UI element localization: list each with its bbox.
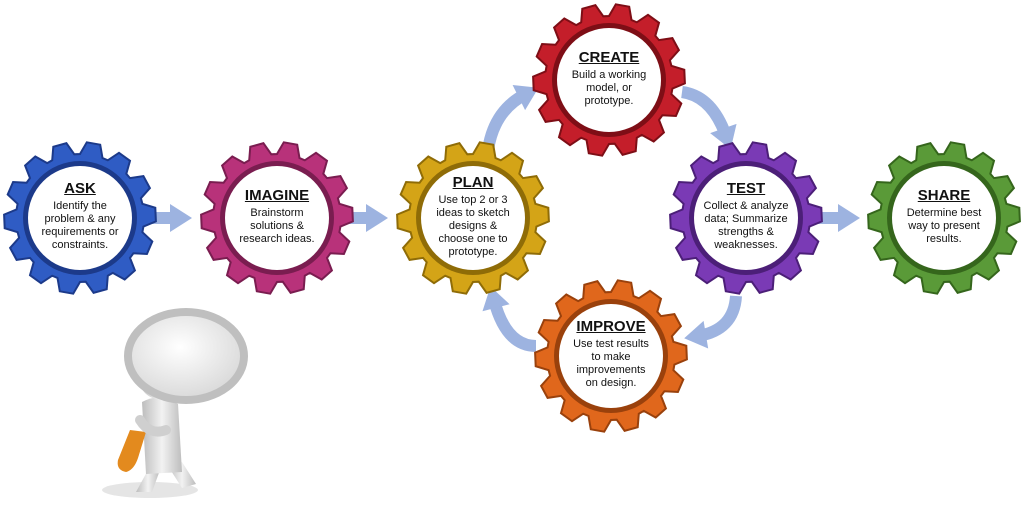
gear-share-desc-line: results. <box>926 232 962 245</box>
arrow-test-improve-head <box>684 320 709 349</box>
gear-plan-desc-line: ideas to sketch <box>436 206 510 219</box>
gear-plan-desc-line: designs & <box>448 219 498 232</box>
gear-create-desc-line: prototype. <box>584 94 634 107</box>
gear-imagine-title: IMAGINE <box>244 186 310 204</box>
gear-share <box>867 141 1021 295</box>
gear-ask-face <box>28 166 132 270</box>
gear-ask-desc-line: problem & any <box>44 213 116 225</box>
gear-create-title: CREATE <box>578 48 640 66</box>
gear-improve-desc-line: improvements <box>576 364 646 376</box>
gear-ask-desc-line: constraints. <box>51 239 109 251</box>
gear-create-face <box>557 28 661 132</box>
magnifier-figure <box>102 308 248 498</box>
gear-improve-face <box>559 304 663 408</box>
arrow-test-share-head <box>838 204 860 232</box>
gear-improve-desc-line: on design. <box>585 377 637 389</box>
arrow-imagine-plan-head <box>366 204 388 232</box>
gear-test-desc-line: weaknesses. <box>714 239 778 251</box>
gear-ask-desc-line: requirements or <box>41 226 119 238</box>
gear-ask <box>3 141 157 295</box>
arrow-plan-create-head <box>512 85 539 111</box>
gear-test <box>669 141 823 295</box>
gear-create-desc-line: Build a working <box>571 68 647 81</box>
gear-share-title: SHARE <box>917 186 971 204</box>
gear-imagine-desc-line: research ideas. <box>239 232 315 245</box>
gear-test-face <box>694 166 798 270</box>
magnifier-handle <box>117 430 146 472</box>
gear-improve-desc-line: Use test results <box>573 338 649 350</box>
arrow-improve-plan-shaft <box>488 298 537 352</box>
gear-improve-title: IMPROVE <box>576 318 646 335</box>
gear-plan-desc-line: choose one to <box>438 232 508 245</box>
gear-create-desc-line: model, or <box>586 81 632 94</box>
gear-plan-desc-line: Use top 2 or 3 <box>438 193 508 206</box>
gear-test-desc-line: data; Summarize <box>704 213 788 225</box>
gear-improve-desc-line: to make <box>591 351 631 363</box>
gear-plan-title: PLAN <box>452 173 494 191</box>
gear-plan <box>396 141 550 295</box>
arrow-ask-imagine-head <box>170 204 192 232</box>
gear-imagine-desc-line: solutions & <box>250 219 304 232</box>
gear-plan-desc-line: prototype. <box>448 245 498 258</box>
gear-ask-title: ASK <box>64 180 96 197</box>
gear-improve <box>534 279 688 433</box>
gears-layer <box>3 3 1021 433</box>
gear-imagine <box>200 141 354 295</box>
figure-arm <box>135 415 171 437</box>
gear-test-desc-line: Collect & analyze <box>703 200 789 212</box>
figure-left-leg <box>136 470 160 492</box>
gear-imagine-face <box>225 166 329 270</box>
gear-test-desc-line: strengths & <box>718 226 774 238</box>
gear-share-desc-line: way to present <box>908 219 980 232</box>
gear-imagine-desc-line: Brainstorm <box>250 206 304 219</box>
magnifier-lens <box>124 308 248 404</box>
arrow-plan-create-shaft <box>482 88 529 152</box>
gear-create <box>532 3 686 157</box>
gear-share-face <box>892 166 996 270</box>
gear-plan-face <box>421 166 525 270</box>
gear-share-desc-line: Determine best <box>906 206 982 219</box>
arrow-create-test-shaft <box>680 86 732 139</box>
gear-test-title: TEST <box>726 180 766 197</box>
gear-ask-desc-line: Identify the <box>53 200 107 212</box>
